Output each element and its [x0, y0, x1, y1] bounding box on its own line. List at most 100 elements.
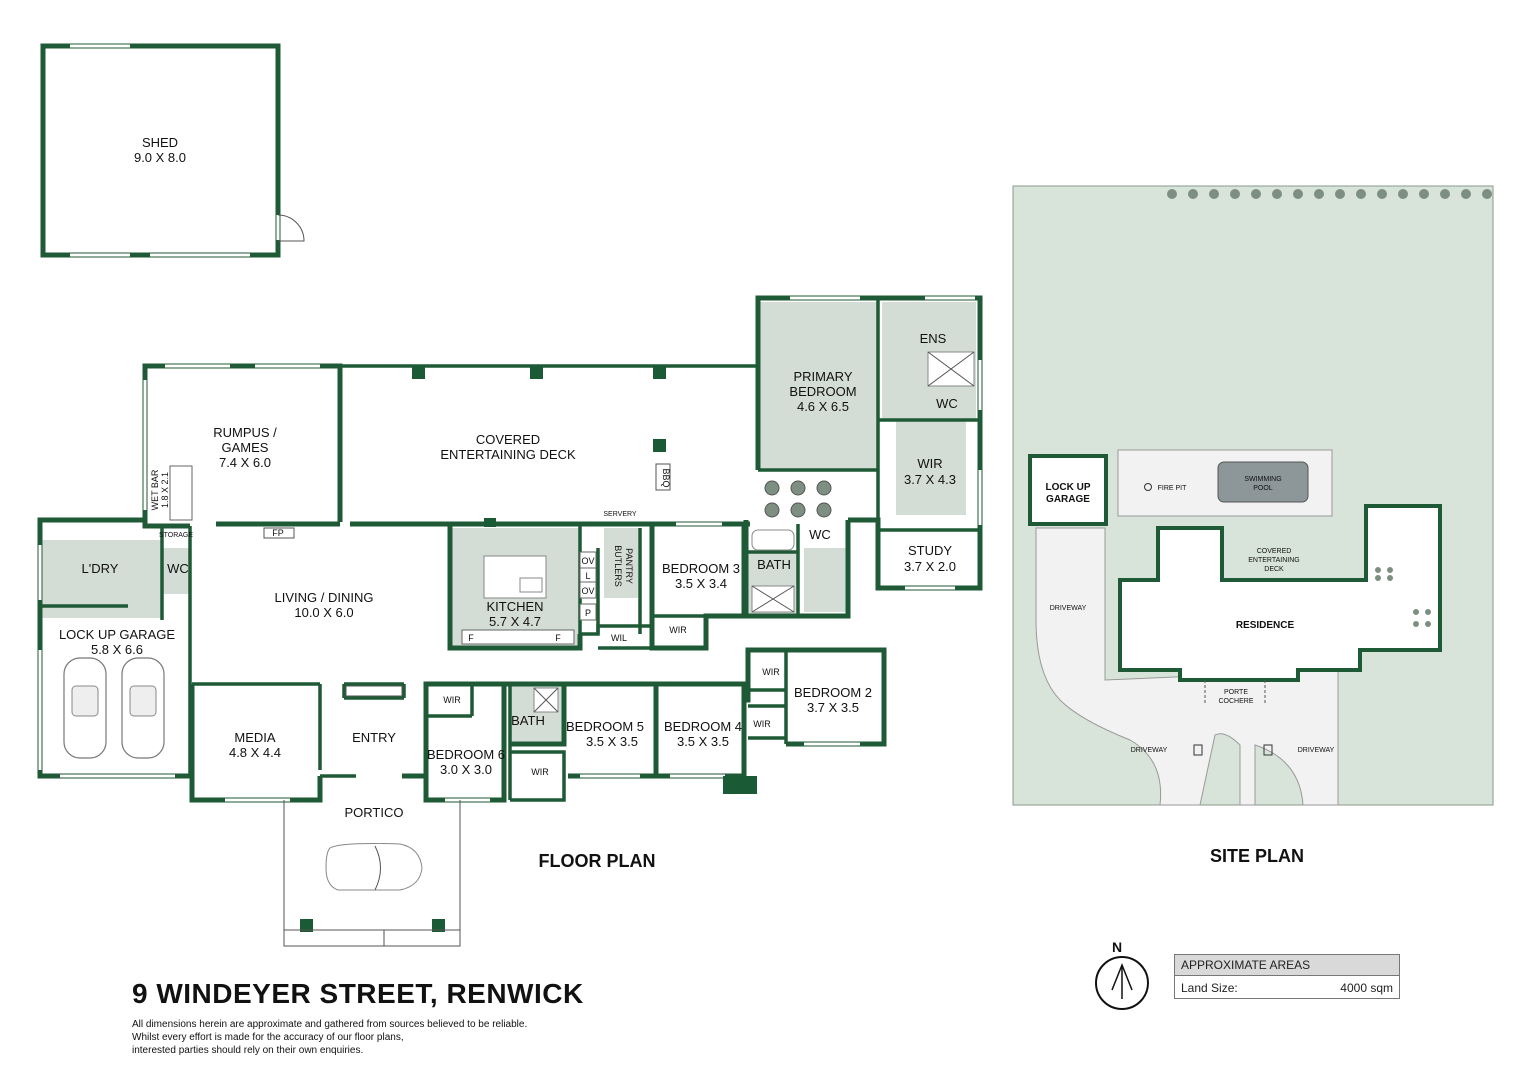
site-plan: LOCK UP GARAGE FIRE PIT SWIMMING POOL CO…: [1012, 185, 1494, 866]
fire-pit-label: FIRE PIT: [1158, 485, 1188, 492]
wir-label: WIR: [917, 456, 942, 471]
primary-label-1: PRIMARY: [794, 369, 853, 384]
shed-label: SHED: [142, 135, 178, 150]
garage-cars: [63, 657, 165, 759]
compass-north-label: N: [1112, 939, 1122, 955]
floor-plan-title: FLOOR PLAN: [539, 851, 656, 871]
bed6-wir-label: WIR: [443, 695, 461, 705]
bed3-label: BEDROOM 3: [662, 561, 740, 576]
rumpus-label-2: GAMES: [222, 440, 269, 455]
land-size-value: 4000 sqm: [1340, 981, 1393, 995]
fridge-1-label: F: [468, 633, 474, 643]
site-deck-label-3: DECK: [1264, 566, 1284, 573]
living-label: LIVING / DINING: [275, 590, 374, 605]
bed4-wir-label: WIR: [753, 719, 771, 729]
primary-dim: 4.6 X 6.5: [797, 399, 849, 414]
tree-row: [1167, 189, 1492, 199]
wil-label: WIL: [611, 633, 627, 643]
oven-1-label: OV: [581, 556, 594, 566]
land-size-label: Land Size:: [1181, 981, 1238, 995]
bed3-dim: 3.5 X 3.4: [675, 576, 727, 591]
disclaimer-line: Whilst every effort is made for the accu…: [132, 1032, 404, 1043]
bed2-dim: 3.7 X 3.5: [807, 700, 859, 715]
site-garage-label-2: GARAGE: [1046, 494, 1090, 505]
room-labels: RUMPUS / GAMES 7.4 X 6.0 COVERED ENTERTA…: [59, 331, 958, 871]
bed4-label: BEDROOM 4: [664, 719, 742, 734]
shed: SHED 9.0 X 8.0: [40, 43, 305, 258]
bed5-dim: 3.5 X 3.5: [586, 734, 638, 749]
bath-wc-label: WC: [809, 527, 831, 542]
master-wc-label: WC: [936, 396, 958, 411]
wetbar-dim: 1.8 X 2.1: [160, 472, 170, 508]
butlers-label-1: BUTLERS: [613, 545, 623, 587]
site-deck-label-1: COVERED: [1257, 548, 1292, 555]
bath2-label: BATH: [511, 713, 545, 728]
rumpus-label-1: RUMPUS /: [213, 425, 277, 440]
windows: [38, 296, 982, 802]
deck-label-1: COVERED: [476, 432, 540, 447]
portico: [283, 800, 461, 947]
study-label: STUDY: [908, 543, 952, 558]
posts: [300, 366, 757, 932]
fridge-2-label: F: [555, 633, 561, 643]
bed2-wir-label: WIR: [762, 667, 780, 677]
media-label: MEDIA: [234, 730, 276, 745]
shed-dim: 9.0 X 8.0: [134, 150, 186, 165]
primary-label-2: BEDROOM: [789, 384, 856, 399]
driveway-label-2: DRIVEWAY: [1131, 747, 1168, 754]
garage-label: LOCK UP GARAGE: [59, 627, 175, 642]
pantry-label: P: [585, 608, 591, 618]
residence-label: RESIDENCE: [1236, 620, 1295, 631]
driveway-label-1: DRIVEWAY: [1050, 605, 1087, 612]
servery-label: SERVERY: [603, 511, 637, 518]
kitchen-label: KITCHEN: [486, 599, 543, 614]
wir-dim: 3.7 X 4.3: [904, 472, 956, 487]
disclaimer: All dimensions herein are approximate an…: [132, 1018, 592, 1057]
site-plan-title: SITE PLAN: [1210, 846, 1304, 866]
rumpus-dim: 7.4 X 6.0: [219, 455, 271, 470]
pool-label-2: POOL: [1253, 485, 1273, 492]
bbq-label: BBQ: [661, 468, 671, 487]
media-dim: 4.8 X 4.4: [229, 745, 281, 760]
driveway-label-3: DRIVEWAY: [1298, 747, 1335, 754]
bath2-wir-label: WIR: [531, 767, 549, 777]
wetbar-label: WET BAR: [150, 469, 160, 510]
land-size-row: Land Size: 4000 sqm: [1175, 976, 1399, 998]
fixtures: [169, 351, 975, 713]
site-deck-label-2: ENTERTAINING: [1248, 557, 1299, 564]
disclaimer-line: All dimensions herein are approximate an…: [132, 1019, 528, 1030]
pool-label-1: SWIMMING: [1244, 476, 1281, 483]
porte-label-2: COCHERE: [1218, 698, 1253, 705]
kitchen-dim: 5.7 X 4.7: [489, 614, 541, 629]
areas-header: APPROXIMATE AREAS: [1175, 955, 1399, 976]
portico-label: PORTICO: [345, 805, 404, 820]
bath-label: BATH: [757, 557, 791, 572]
compass-icon: N: [1095, 939, 1149, 1010]
fireplace-label: FP: [272, 528, 284, 538]
bed6-label: BEDROOM 6: [427, 747, 505, 762]
study-dim: 3.7 X 2.0: [904, 559, 956, 574]
deck-label-2: ENTERTAINING DECK: [440, 447, 576, 462]
oven-2-label: OV: [581, 586, 594, 596]
ens-label: ENS: [920, 331, 947, 346]
property-address: 9 WINDEYER STREET, RENWICK: [132, 978, 584, 1009]
laundry-label: L'DRY: [82, 561, 119, 576]
bed3-wir-label: WIR: [669, 625, 687, 635]
butlers-label-2: PANTRY: [624, 548, 634, 584]
living-dim: 10.0 X 6.0: [294, 605, 353, 620]
bed4-dim: 3.5 X 3.5: [677, 734, 729, 749]
entry-label: ENTRY: [352, 730, 396, 745]
lift-label: L: [585, 571, 590, 581]
garage-dim: 5.8 X 6.6: [91, 642, 143, 657]
storage-label: STORAGE: [159, 532, 193, 539]
disclaimer-line: interested parties should rely on their …: [132, 1045, 364, 1056]
laundry-wc-label: WC: [167, 561, 189, 576]
wet-areas: [40, 302, 976, 744]
site-garage-label-1: LOCK UP: [1046, 482, 1091, 493]
bed2-label: BEDROOM 2: [794, 685, 872, 700]
bed5-label: BEDROOM 5: [566, 719, 644, 734]
porte-label-1: PORTE: [1224, 689, 1248, 696]
bed6-dim: 3.0 X 3.0: [440, 762, 492, 777]
approximate-areas-table: APPROXIMATE AREAS Land Size: 4000 sqm: [1174, 954, 1400, 999]
